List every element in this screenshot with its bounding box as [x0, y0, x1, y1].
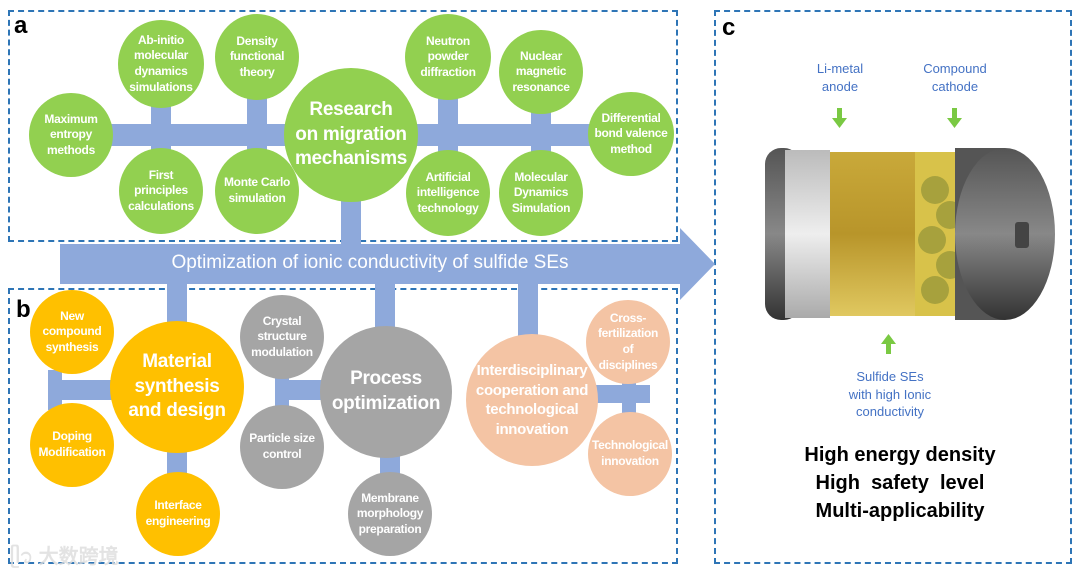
node-interdisciplinary: Interdisciplinary cooperation and techno…: [466, 334, 598, 466]
connector: [531, 100, 551, 160]
electrolyte-label: Sulfide SEs with high Ionic conductivity: [848, 369, 932, 420]
green-arrow-electrolyte: [881, 334, 896, 354]
node-particle-size: Particle size control: [240, 405, 324, 489]
panel-a-label: a: [14, 12, 28, 39]
connector: [151, 100, 171, 160]
node-dft: Density functional theory: [215, 14, 299, 100]
connector: [375, 283, 395, 333]
node-differential-bond-valence: Differential bond valence method: [588, 92, 674, 176]
connector: [167, 283, 187, 333]
node-research-migration: Research on migration mechanisms: [284, 68, 418, 202]
node-md-simulation: Molecular Dynamics Simulation: [499, 150, 583, 236]
node-interface: Interface engineering: [136, 472, 220, 556]
node-neutron: Neutron powder diffraction: [405, 14, 491, 100]
node-ai: Artificial intelligence technology: [406, 150, 490, 236]
node-ab-initio: Ab-initio molecular dynamics simulations: [118, 20, 204, 108]
green-arrow-anode: [832, 108, 847, 128]
battery-illustration: [765, 108, 1055, 354]
connector: [247, 90, 267, 160]
node-crystal-structure: Crystal structure modulation: [240, 295, 324, 379]
node-technological-innovation: Technological innovation: [588, 412, 672, 496]
node-new-compound: New compound synthesis: [30, 290, 114, 374]
connector: [48, 370, 62, 410]
benefit-multi-applicability: Multi-applicability: [815, 500, 985, 522]
panel-b-frame: [8, 288, 678, 564]
main-arrow-label: Optimization of ionic conductivity of su…: [171, 252, 569, 273]
cathode-label: Compound cathode: [923, 61, 987, 94]
node-cross-fertilization: Cross- fertilization of disciplines: [586, 300, 670, 384]
node-maximum-entropy: Maximum entropy methods: [29, 93, 113, 177]
node-doping: Doping Modification: [30, 403, 114, 487]
connector: [275, 370, 289, 410]
connector: [48, 380, 118, 400]
benefit-safety: High safety level: [815, 472, 985, 494]
watermark-logo: ᥫ᭡ 大数跨境: [10, 546, 119, 568]
node-material-synthesis: Material synthesis and design: [110, 321, 244, 453]
panel-b-label: b: [16, 296, 31, 323]
benefit-energy-density: High energy density: [804, 444, 996, 466]
connector: [590, 385, 650, 403]
anode-label: Li-metal anode: [816, 61, 864, 94]
node-nmr: Nuclear magnetic resonance: [499, 30, 583, 114]
node-process-optimization: Process optimization: [320, 326, 452, 458]
connector: [622, 375, 636, 415]
connector: [518, 283, 538, 343]
node-monte-carlo: Monte Carlo simulation: [215, 148, 299, 234]
panel-c-label: c: [722, 14, 736, 41]
green-arrow-cathode: [947, 108, 962, 128]
panel-c-frame: [714, 10, 1072, 564]
node-membrane: Membrane morphology preparation: [348, 472, 432, 556]
node-first-principles: First principles calculations: [119, 148, 203, 234]
connector: [438, 90, 458, 160]
